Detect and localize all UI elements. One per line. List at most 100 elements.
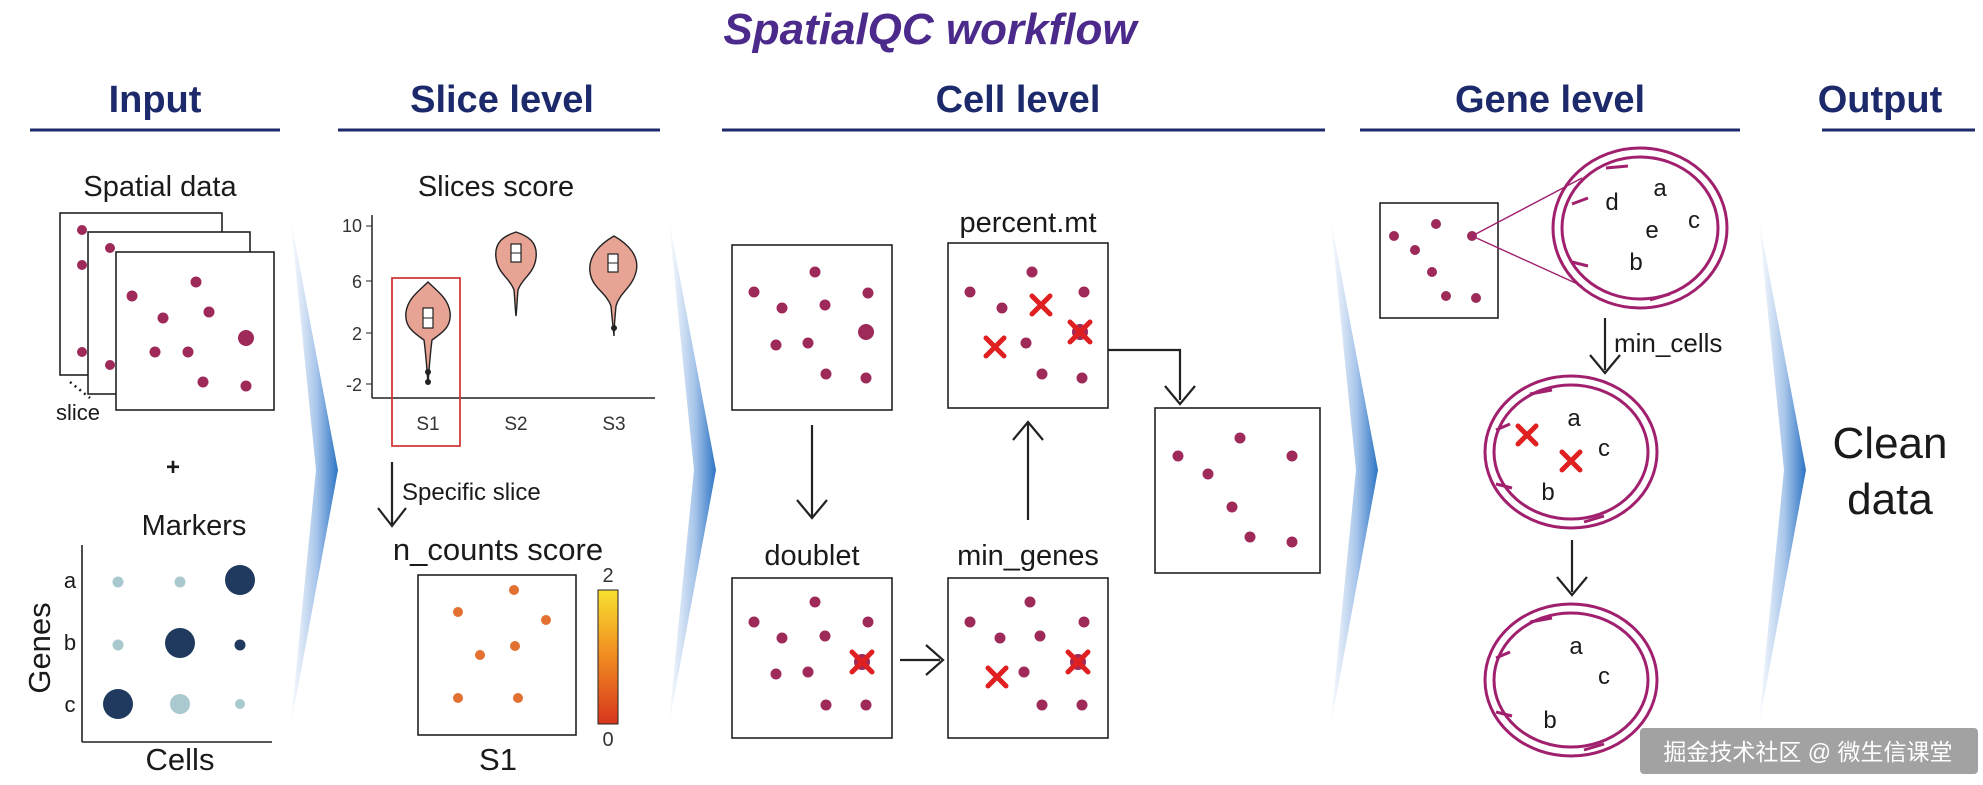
cell-dot xyxy=(77,260,87,270)
cell-dot xyxy=(1427,267,1437,277)
arrow-percent-mt-to-result xyxy=(1108,348,1182,400)
cell-dot xyxy=(1172,450,1184,462)
slices-score-violin-plot: 10 6 2 -2 S1 S2 S3 xyxy=(342,215,655,447)
markers-label: Markers xyxy=(142,510,247,542)
score-dot xyxy=(453,607,463,617)
cell-genes-full: d a c e b xyxy=(1551,146,1729,310)
gene-letter: c xyxy=(1598,435,1610,462)
watermark-backdrop xyxy=(1640,728,1978,774)
chevron-arrow-3 xyxy=(1330,215,1378,730)
marker-dot xyxy=(165,628,195,658)
gene-letter: b xyxy=(1629,249,1642,276)
cell-dot xyxy=(1036,699,1048,711)
cell-dot xyxy=(1286,450,1298,462)
min-genes-panel xyxy=(947,577,1109,739)
gene-letter: a xyxy=(1569,633,1583,660)
cell-result-box xyxy=(1154,407,1321,574)
chevron-arrow-1 xyxy=(290,215,338,730)
cell-membrane-inner xyxy=(1492,383,1650,521)
percent-mt-panel xyxy=(947,242,1109,409)
cell-dot xyxy=(105,360,115,370)
cell-genes-filtered: a c b xyxy=(1483,374,1659,530)
workflow-title: SpatialQC workflow xyxy=(723,5,1139,54)
transcript-tick xyxy=(1495,482,1513,490)
removed-cross-icon xyxy=(983,335,1007,359)
y-tick-label: -2 xyxy=(346,375,362,395)
arrow-raw-to-doublet-head xyxy=(796,499,828,520)
cell-dot xyxy=(1034,630,1046,642)
cell-membrane-outer xyxy=(1483,374,1659,530)
cell-dot xyxy=(862,287,874,299)
section-output: Output xyxy=(1818,79,1943,121)
gene-label-c: c xyxy=(65,692,76,717)
cell-dot xyxy=(1026,266,1038,278)
cell-result-panel xyxy=(1154,407,1321,574)
marker-dot xyxy=(174,576,186,588)
arrow-min-genes-to-percent-mt-head xyxy=(1012,420,1044,441)
marker-dot xyxy=(170,694,190,714)
transcript-tick xyxy=(1571,260,1589,268)
cell-dot xyxy=(776,632,788,644)
specific-slice-arrow-head xyxy=(377,507,407,528)
specific-slice-label: Specific slice xyxy=(402,479,541,506)
s1-highlight-box xyxy=(391,277,461,447)
arrow-to-min-cells-head xyxy=(1589,354,1621,375)
cell-dot xyxy=(1078,616,1090,628)
cell-dot xyxy=(77,225,87,235)
violin-s3 xyxy=(589,235,638,337)
doublet-panel xyxy=(731,577,893,739)
marker-dot xyxy=(225,565,255,595)
slices-score-label: Slices score xyxy=(418,171,574,203)
cell-dot xyxy=(1471,293,1481,303)
cell-dot xyxy=(1234,432,1246,444)
cell-dot xyxy=(1410,245,1420,255)
marker-dot xyxy=(235,699,245,709)
spatial-slices-stack xyxy=(59,212,275,411)
removed-cross-icon xyxy=(1067,319,1093,345)
cell-dot xyxy=(182,346,194,358)
transcript-tick xyxy=(1583,742,1605,752)
gene-label-b: b xyxy=(64,630,76,655)
slice-label: slice xyxy=(56,400,100,425)
arrow-percent-mt-to-result-head xyxy=(1164,385,1196,406)
cell-dot xyxy=(157,312,169,324)
cell-dot xyxy=(770,339,782,351)
n-counts-colorbar xyxy=(597,589,619,725)
cell-dot xyxy=(809,596,821,608)
min-cells-label: min_cells xyxy=(1614,328,1722,358)
gene-letter: a xyxy=(1653,175,1667,202)
cell-dot xyxy=(1286,536,1298,548)
cell-membrane-inner xyxy=(1492,611,1650,749)
marker-dot xyxy=(112,576,124,588)
transcript-tick xyxy=(1495,710,1513,718)
cell-dot xyxy=(238,330,254,346)
cell-dot xyxy=(964,616,976,628)
x-label-s3: S3 xyxy=(602,414,625,435)
output-data-label: data xyxy=(1847,475,1933,524)
slice-stack-dots xyxy=(69,381,91,399)
x-label-s2: S2 xyxy=(504,414,527,435)
cell-dot xyxy=(748,616,760,628)
cell-dot xyxy=(1076,699,1088,711)
outlier-dot xyxy=(425,379,431,385)
cell-dot xyxy=(860,699,872,711)
removed-cross-icon xyxy=(849,649,875,675)
cell-dot xyxy=(802,337,814,349)
cell-dot xyxy=(203,306,215,318)
percent-mt-label: percent.mt xyxy=(960,207,1097,239)
cell-dot xyxy=(1078,286,1090,298)
cell-dot xyxy=(1441,291,1451,301)
cell-dot xyxy=(1389,231,1399,241)
transcript-tick xyxy=(1529,616,1553,624)
cell-dot xyxy=(126,290,138,302)
cell-dot xyxy=(1018,666,1030,678)
score-dot xyxy=(510,641,520,651)
cell-dot xyxy=(197,376,209,388)
gene-letter: b xyxy=(1541,479,1554,506)
cell-dot xyxy=(1024,596,1036,608)
removed-cross-icon xyxy=(1065,649,1091,675)
x-label-s1: S1 xyxy=(416,414,439,435)
n-counts-plot-box xyxy=(417,574,577,736)
